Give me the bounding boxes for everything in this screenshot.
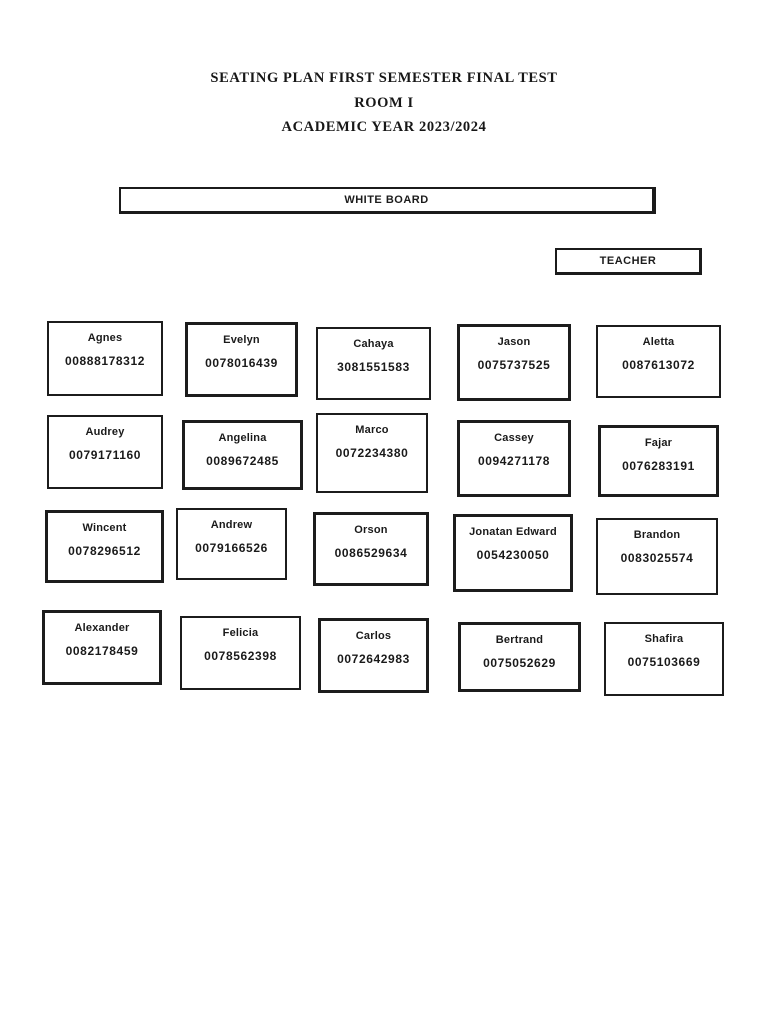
student-name: Felicia xyxy=(222,627,259,639)
seat-bertrand: Bertrand 0075052629 xyxy=(458,622,581,692)
seat-andrew: Andrew 0079166526 xyxy=(176,508,287,580)
student-id: 0076283191 xyxy=(622,459,695,473)
student-name: Brandon xyxy=(633,529,681,541)
student-name: Agnes xyxy=(87,332,123,344)
student-name: Wincent xyxy=(82,522,127,534)
seat-felicia: Felicia 0078562398 xyxy=(180,616,301,690)
page-title: SEATING PLAN FIRST SEMESTER FINAL TEST xyxy=(210,70,558,86)
seat-shafira: Shafira 0075103669 xyxy=(604,622,724,696)
seat-evelyn: Evelyn 0078016439 xyxy=(185,322,298,397)
student-name: Audrey xyxy=(85,426,125,438)
student-name: Fajar xyxy=(644,437,673,449)
student-id: 0072642983 xyxy=(337,652,410,666)
academic-year-subtitle: ACADEMIC YEAR 2023/2024 xyxy=(281,119,487,135)
whiteboard-label: WHITE BOARD xyxy=(344,194,429,206)
student-name: Cassey xyxy=(494,432,534,444)
student-name: Cahaya xyxy=(353,338,394,350)
student-name: Aletta xyxy=(642,336,675,348)
student-id: 00888178312 xyxy=(64,354,145,368)
student-name: Carlos xyxy=(355,630,392,642)
seat-jonatan-edward: Jonatan Edward 0054230050 xyxy=(453,514,573,592)
student-name: Shafira xyxy=(644,633,684,645)
student-id: 0079171160 xyxy=(68,448,142,462)
student-id: 0094271178 xyxy=(477,454,551,468)
student-id: 0075737525 xyxy=(477,358,551,372)
seat-brandon: Brandon 0083025574 xyxy=(596,518,718,595)
seat-carlos: Carlos 0072642983 xyxy=(318,618,429,693)
seat-jason: Jason 0075737525 xyxy=(457,324,571,401)
seat-aletta: Aletta 0087613072 xyxy=(596,325,721,398)
student-id: 0075103669 xyxy=(627,655,701,669)
student-id: 0078562398 xyxy=(204,649,277,663)
student-id: 0083025574 xyxy=(620,551,694,565)
seat-cahaya: Cahaya 3081551583 xyxy=(316,327,431,400)
student-name: Bertrand xyxy=(495,634,544,646)
student-name: Marco xyxy=(355,424,389,436)
student-name: Jonatan Edward xyxy=(469,526,557,538)
student-id: 0086529634 xyxy=(334,546,408,560)
student-id: 0079166526 xyxy=(195,541,268,555)
seat-angelina: Angelina 0089672485 xyxy=(182,420,303,490)
seat-audrey: Audrey 0079171160 xyxy=(47,415,163,489)
seat-marco: Marco 0072234380 xyxy=(316,413,428,493)
student-name: Angelina xyxy=(218,432,267,444)
seat-orson: Orson 0086529634 xyxy=(313,512,429,586)
seat-alexander: Alexander 0082178459 xyxy=(42,610,162,685)
student-id: 0089672485 xyxy=(206,454,279,468)
student-name: Orson xyxy=(354,524,388,536)
seat-wincent: Wincent 0078296512 xyxy=(45,510,164,583)
student-id: 0087613072 xyxy=(622,358,695,372)
teacher-label: TEACHER xyxy=(599,255,657,267)
seat-agnes: Agnes 00888178312 xyxy=(47,321,163,396)
student-name: Alexander xyxy=(74,622,130,634)
seat-fajar: Fajar 0076283191 xyxy=(598,425,719,497)
student-name: Andrew xyxy=(210,519,253,531)
student-id: 0082178459 xyxy=(65,644,139,658)
student-id: 0054230050 xyxy=(476,548,550,562)
student-name: Jason xyxy=(497,336,531,348)
student-id: 3081551583 xyxy=(337,360,410,374)
student-id: 0075052629 xyxy=(483,656,556,670)
student-id: 0078296512 xyxy=(68,544,141,558)
student-name: Evelyn xyxy=(223,334,260,346)
teacher-box: TEACHER xyxy=(555,248,702,275)
student-id: 0072234380 xyxy=(335,446,409,460)
seat-cassey: Cassey 0094271178 xyxy=(457,420,571,497)
whiteboard-box: WHITE BOARD xyxy=(119,187,656,214)
student-id: 0078016439 xyxy=(205,356,278,370)
room-subtitle: ROOM I xyxy=(354,95,414,111)
